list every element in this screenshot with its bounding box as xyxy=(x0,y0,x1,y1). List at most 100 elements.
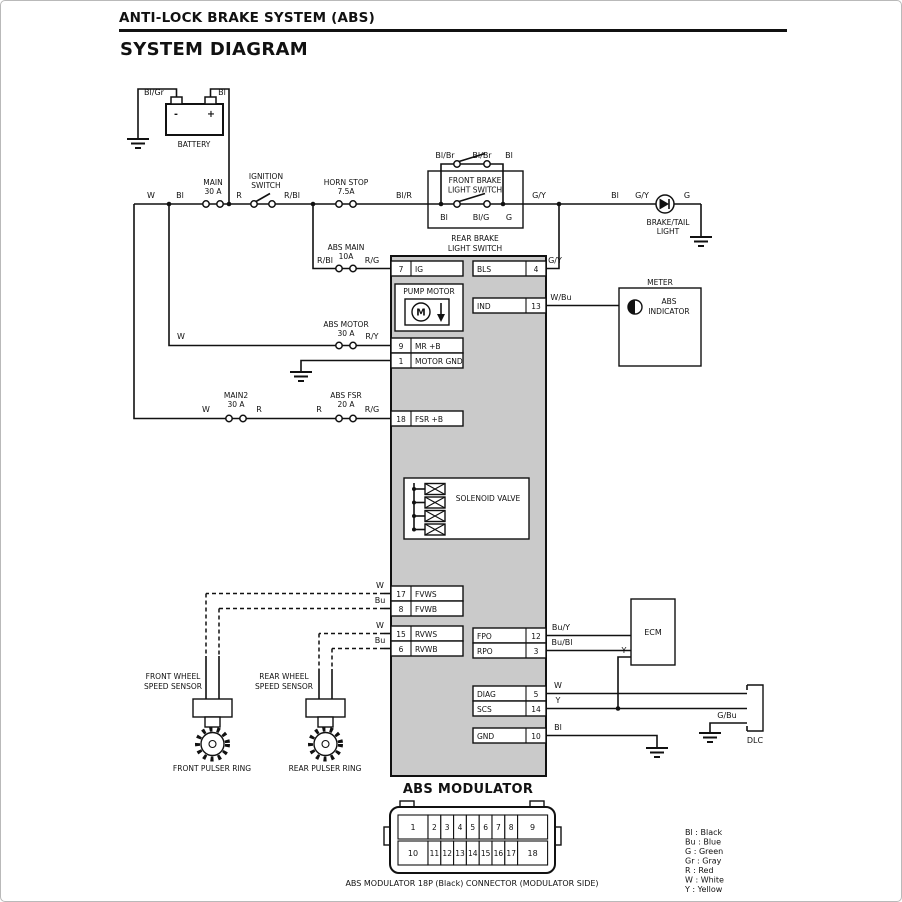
fuse-main2: MAIN2 30 A xyxy=(224,391,248,423)
wire-label: W xyxy=(177,332,185,341)
wire-label: Bu xyxy=(375,636,386,645)
wire-label: G/Bu xyxy=(717,711,736,720)
abs-indicator-label-1: ABS xyxy=(662,297,677,306)
fuse-abs-fsr: ABS FSR 20 A W R R R/G xyxy=(202,391,379,423)
connector-cell: 10 xyxy=(408,849,418,858)
pin-number: 5 xyxy=(534,690,539,699)
fuse-name: MAIN xyxy=(203,178,222,187)
legend-item: Gr : Gray xyxy=(685,857,722,866)
pins-right: BLS 4 IND 13 FPO 12 RPO 3 DIAG 5 xyxy=(472,260,547,744)
pin-name: FVWS xyxy=(415,590,437,599)
fuse-name: ABS MAIN xyxy=(328,243,365,252)
switch-label-2: SWITCH xyxy=(251,181,280,190)
battery-neg-wire-label: Bl/Gr xyxy=(144,88,165,97)
meter-label: METER xyxy=(647,278,673,287)
pin-name: IND xyxy=(477,302,491,311)
pin-name: FSR +B xyxy=(415,415,443,424)
pin-fvwb: 8 FVWB xyxy=(390,600,464,617)
battery-label: BATTERY xyxy=(178,140,211,149)
wire-label: Bl/Br xyxy=(435,151,455,160)
fuse-rating: 30 A xyxy=(337,329,355,338)
connector-cell: 11 xyxy=(430,849,440,858)
legend-item: Y : Yellow xyxy=(684,885,723,894)
wire-label: Bl xyxy=(505,151,513,160)
abs-indicator-label-2: INDICATOR xyxy=(648,307,689,316)
switch-label-1: IGNITION xyxy=(249,172,283,181)
wire-label: Bl xyxy=(440,213,448,222)
pump-motor: PUMP MOTOR M xyxy=(394,283,464,332)
pin-number: 15 xyxy=(396,630,406,639)
pin-name: BLS xyxy=(477,265,491,274)
brake-light-switches: Bl/Br Bl/Br Bl FRONT BRAKE LIGHT SWITCH … xyxy=(427,151,524,253)
pin-number: 6 xyxy=(399,645,404,654)
pin-number: 7 xyxy=(399,265,404,274)
pin-bls: BLS 4 xyxy=(472,260,547,277)
pin-name: GND xyxy=(477,732,494,741)
pin-ig: 7 IG xyxy=(390,260,464,277)
connector-row-1: 1 2 3 4 5 6 7 8 9 xyxy=(397,814,549,840)
connector-cell: 17 xyxy=(506,849,516,858)
wire-label: Bl xyxy=(554,723,562,732)
connector-cell: 8 xyxy=(509,823,514,832)
rear-sensor-label-1: REAR WHEEL xyxy=(259,672,309,681)
pin-rvwb: 6 RVWB xyxy=(390,640,464,657)
fuse-rating: 7.5A xyxy=(337,187,355,196)
connector-cell: 12 xyxy=(442,849,452,858)
front-brake-switch-label-1: FRONT BRAKE xyxy=(449,176,502,185)
rear-brake-switch-label-1: REAR BRAKE xyxy=(451,234,499,243)
pin-gnd: GND 10 xyxy=(472,727,547,744)
dlc-label: DLC xyxy=(747,736,764,745)
wire-label: Bu/Y xyxy=(552,623,570,632)
pin-motor-gnd: 1 MOTOR GND xyxy=(390,352,464,369)
front-pulser-label: FRONT PULSER RING xyxy=(173,764,251,773)
brake-tail-light: BRAKE/TAIL LIGHT xyxy=(647,194,690,236)
wire-label: Y xyxy=(621,646,627,655)
wire-label: W xyxy=(202,405,210,414)
pin-number: 10 xyxy=(531,732,541,741)
connector-cell: 16 xyxy=(494,849,504,858)
pin-number: 8 xyxy=(399,605,404,614)
pin-number: 9 xyxy=(399,342,404,351)
pin-rpo: RPO 3 xyxy=(472,642,547,659)
battery-pos-wire-label: Bl xyxy=(218,88,226,97)
legend-item: R : Red xyxy=(685,866,714,875)
abs-modulator-label: ABS MODULATOR xyxy=(403,782,533,797)
pin-diag: DIAG 5 xyxy=(472,685,547,702)
front-wheel-sensor xyxy=(192,698,233,762)
ground-battery xyxy=(127,138,149,149)
pin-name: IG xyxy=(415,265,423,274)
pin-number: 18 xyxy=(396,415,406,424)
legend-item: Bu : Blue xyxy=(685,838,721,847)
wire-label: R xyxy=(236,191,242,200)
fuse-main: MAIN 30 A xyxy=(202,178,224,208)
pin-fpo: FPO 12 xyxy=(472,627,547,644)
pin-name: RVWS xyxy=(415,630,437,639)
connector-cell: 15 xyxy=(481,849,491,858)
motor-m-label: M xyxy=(416,308,425,319)
bls-circuit: G/Y xyxy=(546,204,562,270)
gnd-circuit: Bl xyxy=(546,723,668,758)
wire-label: W xyxy=(376,581,384,590)
connector-cell: 14 xyxy=(468,849,478,858)
wire-label: Bl/R xyxy=(396,191,412,200)
wire-label: G xyxy=(506,213,512,222)
legend-item: G : Green xyxy=(685,847,723,856)
pin-name: FPO xyxy=(477,632,492,641)
color-legend: Bl : Black Bu : Blue G : Green Gr : Gray… xyxy=(684,828,724,894)
pin-number: 4 xyxy=(534,265,539,274)
wire-label: W xyxy=(554,681,562,690)
pin-number: 1 xyxy=(399,357,404,366)
connector-cell: 1 xyxy=(410,823,415,832)
pin-number: 17 xyxy=(396,590,406,599)
battery: Bl/Gr Bl - + BATTERY xyxy=(127,88,230,204)
fuse-name: HORN STOP xyxy=(324,178,369,187)
ecm-circuit: ECM Bu/Y Bu/Bl Y xyxy=(546,598,676,711)
wire-label: R/Bl xyxy=(317,256,333,265)
wheel-speed-sensors: W Bu W Bu FRONT WHEEL SPEED SENSOR REAR … xyxy=(144,581,391,773)
pin-name: FVWB xyxy=(415,605,437,614)
wire-label: Bl/Br xyxy=(472,151,492,160)
wire-label: R/G xyxy=(365,405,379,414)
connector-cell: 3 xyxy=(445,823,450,832)
fuse-abs-motor: ABS MOTOR 30 A W R/Y xyxy=(177,320,379,350)
